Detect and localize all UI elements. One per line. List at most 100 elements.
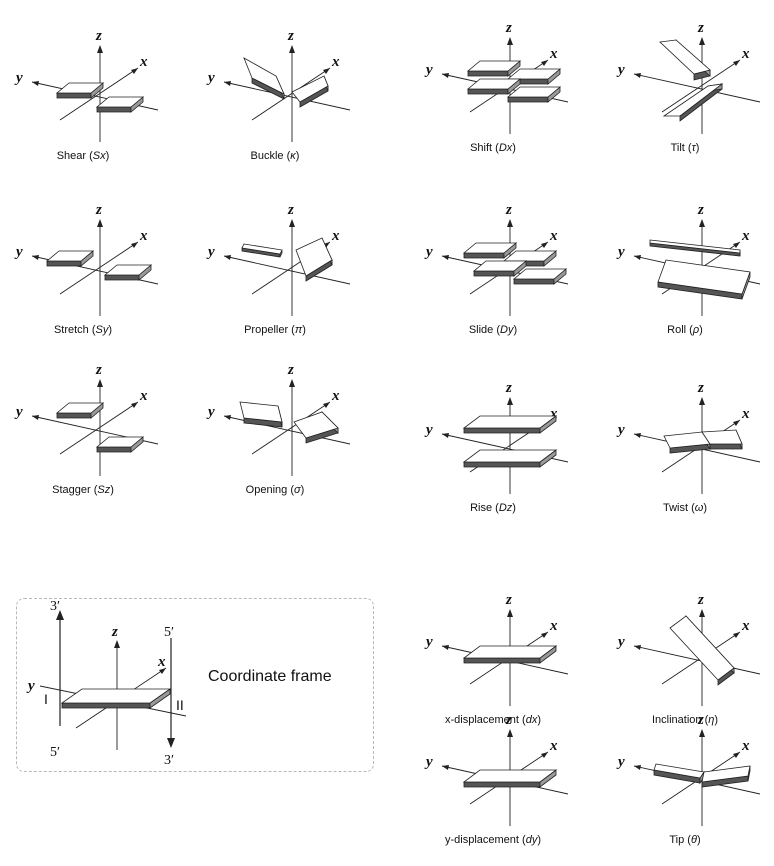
y-arrowhead xyxy=(442,255,449,260)
base-slab-lower xyxy=(662,83,724,122)
base-slab-right xyxy=(701,765,751,788)
base-slab-left xyxy=(243,57,285,100)
panel-buckle-figure: zyx xyxy=(206,28,351,142)
x-axis-label: x xyxy=(139,228,148,244)
base-slab-left xyxy=(239,401,283,428)
y-arrowhead xyxy=(634,433,641,438)
caption-symbol: dx xyxy=(525,714,538,726)
strand-1-label: I xyxy=(44,691,48,707)
caption-name: Propeller xyxy=(244,324,289,336)
y-arrowhead xyxy=(32,81,39,86)
z-axis-label: z xyxy=(95,362,102,378)
z-axis-label: z xyxy=(505,380,512,396)
z-axis-label: z xyxy=(505,712,512,728)
y-axis xyxy=(633,73,761,103)
coordinate-frame-box xyxy=(16,598,374,772)
y-axis-label: y xyxy=(616,634,625,650)
panel-rise-figure: zyx xyxy=(424,380,569,494)
caption-tilt: Tilt (τ) xyxy=(670,142,700,154)
y-arrowhead xyxy=(442,433,449,438)
base-slab-right xyxy=(95,96,145,113)
panel-roll-figure: zyx xyxy=(616,202,761,316)
base-pair-slab xyxy=(462,769,558,788)
z-arrowhead xyxy=(507,397,513,405)
y-arrowhead xyxy=(224,255,231,260)
x-axis-label: x xyxy=(139,54,148,70)
caption-name: Buckle xyxy=(250,150,284,162)
x-axis-label: x xyxy=(549,618,558,634)
y-arrowhead xyxy=(32,415,39,420)
caption-symbol: π xyxy=(294,324,303,336)
z-arrowhead xyxy=(507,729,513,737)
strand-2-arrowhead xyxy=(167,738,175,748)
z-arrowhead xyxy=(97,45,103,53)
frame-z-label: z xyxy=(111,624,118,640)
z-axis-label: z xyxy=(697,20,704,36)
x-axis-label: x xyxy=(331,228,340,244)
base-slab-lower xyxy=(462,449,558,468)
x-axis-label: x xyxy=(549,406,558,422)
frame-x-label: x xyxy=(157,654,166,670)
x-arrowhead xyxy=(541,632,548,638)
caption-symbol: dy xyxy=(525,834,538,846)
panel-tip-figure: z y x xyxy=(616,712,761,826)
y-arrowhead xyxy=(634,73,641,78)
strand-2-5prime-label: 5′ xyxy=(164,625,174,640)
caption-buckle: Buckle (κ) xyxy=(250,150,300,162)
caption-roll: Roll (ρ) xyxy=(667,324,703,336)
x-axis xyxy=(59,67,139,121)
z-axis-label: z xyxy=(95,202,102,218)
x-arrowhead xyxy=(733,632,740,638)
y-axis xyxy=(223,81,351,111)
x-arrowhead xyxy=(733,242,740,248)
z-arrowhead xyxy=(699,397,705,405)
base-slab-left xyxy=(45,250,95,267)
y-arrowhead xyxy=(634,645,641,650)
caption-symbol: η xyxy=(708,714,715,726)
base-slab-left xyxy=(663,430,711,454)
z-axis-label: z xyxy=(505,202,512,218)
x-arrowhead xyxy=(541,60,548,66)
y-axis-label: y xyxy=(616,754,625,770)
caption-shear: Shear (Sx) xyxy=(56,150,110,162)
panel-stagger-figure: zyx xyxy=(14,362,159,476)
caption-name: Inclination xyxy=(651,714,702,726)
y-arrowhead xyxy=(442,645,449,650)
strand-1-3prime-label: 3′ xyxy=(50,599,60,614)
y-arrowhead xyxy=(224,415,231,420)
y-arrowhead xyxy=(442,765,449,770)
frame-z-arrowhead xyxy=(114,640,120,648)
x-axis-label: x xyxy=(741,46,750,62)
base-slab-left xyxy=(55,82,105,99)
caption-symbol: Sy xyxy=(95,324,109,336)
strand-2-label: II xyxy=(176,697,184,713)
base-slab-right xyxy=(701,429,743,450)
z-arrowhead xyxy=(507,37,513,45)
z-axis-label: z xyxy=(505,20,512,36)
base-pair-slab xyxy=(462,645,558,664)
panel-propeller-figure: zyx xyxy=(206,202,351,316)
base-slab-left xyxy=(653,763,705,785)
caption-slide: Slide (Dy) xyxy=(468,324,518,336)
y-axis-label: y xyxy=(14,244,23,260)
z-arrowhead xyxy=(699,609,705,617)
z-arrowhead xyxy=(699,219,705,227)
caption-inclination: Inclination (η) xyxy=(651,714,719,726)
x-axis-label: x xyxy=(741,618,750,634)
z-axis-label: z xyxy=(697,712,704,728)
caption-name: Shear xyxy=(56,150,87,162)
y-arrowhead xyxy=(442,73,449,78)
y-axis-label: y xyxy=(14,70,23,86)
base-slab-left xyxy=(241,243,283,258)
panel-inclination-figure: zyx xyxy=(616,592,761,706)
x-axis-label: x xyxy=(741,228,750,244)
z-arrowhead xyxy=(699,729,705,737)
base-slab-lower-left xyxy=(466,78,522,95)
caption-rise: Rise (Dz) xyxy=(470,502,516,514)
x-axis-label: x xyxy=(741,738,750,754)
